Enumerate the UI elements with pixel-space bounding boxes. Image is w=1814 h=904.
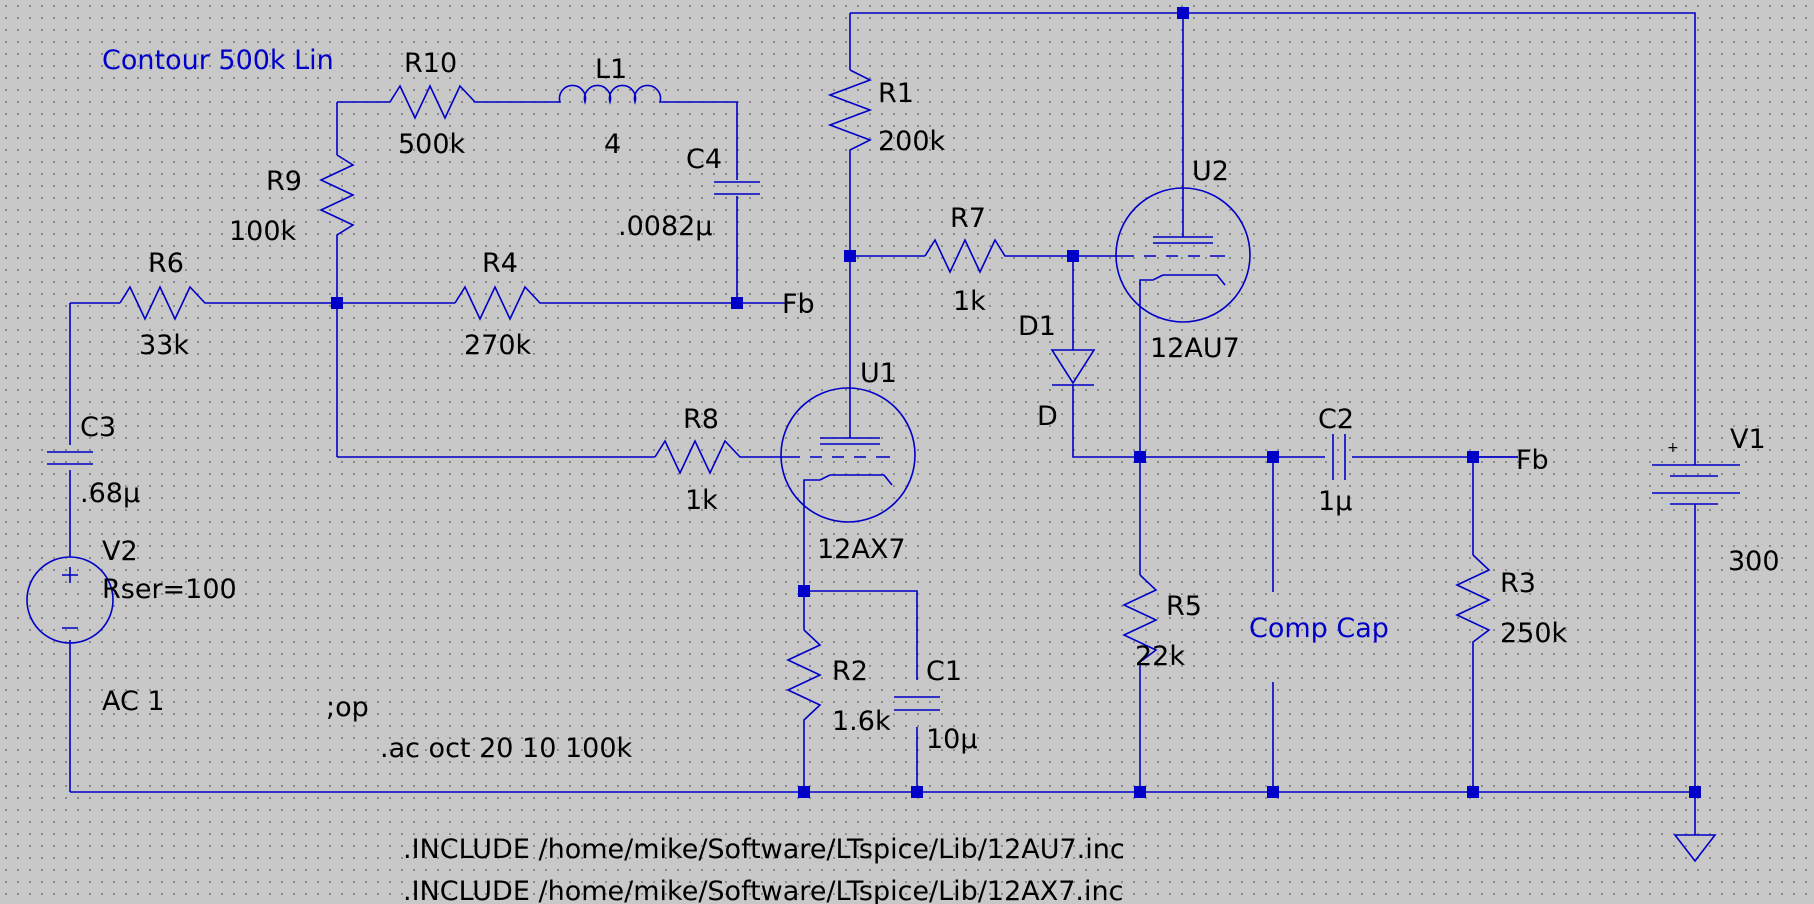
directive-include-12au7[interactable]: .INCLUDE /home/mike/Software/LTspice/Lib… — [403, 834, 1125, 865]
r2-ref: R2 — [832, 656, 868, 687]
resistor-r9[interactable]: R9 100k — [229, 154, 355, 247]
capacitor-c3[interactable]: C3 .68µ — [47, 412, 140, 509]
diode-d1[interactable]: D1 D — [1018, 311, 1096, 432]
r3-value: 250k — [1500, 618, 1568, 649]
comment-comp-cap[interactable]: Comp Cap — [1249, 613, 1389, 644]
wire-cathode-node[interactable] — [804, 590, 918, 792]
v2-ac: AC 1 — [102, 686, 165, 717]
junction — [1467, 786, 1479, 798]
junction — [331, 297, 343, 309]
wire-r10-l1[interactable] — [337, 101, 738, 180]
junction — [844, 250, 856, 262]
capacitor-c4[interactable]: C4 .0082µ — [618, 144, 760, 242]
ground-symbol[interactable] — [1673, 834, 1717, 863]
r10-value: 500k — [398, 129, 466, 160]
r9-ref: R9 — [266, 166, 302, 197]
u1-value: 12AX7 — [817, 534, 906, 565]
directive-op[interactable]: ;op — [326, 692, 369, 723]
directive-include-12ax7[interactable]: .INCLUDE /home/mike/Software/LTspice/Lib… — [403, 876, 1123, 904]
resistor-r1[interactable]: R1 200k — [827, 69, 946, 160]
v1-value: 300 — [1728, 546, 1780, 577]
tube-u1[interactable]: U1 12AX7 — [780, 358, 916, 565]
r4-ref: R4 — [482, 248, 518, 279]
wire-top-rail[interactable] — [850, 12, 1696, 455]
r5-ref: R5 — [1166, 591, 1202, 622]
c2-value: 1µ — [1318, 486, 1352, 517]
junctions — [331, 7, 1701, 798]
d1-ref: D1 — [1018, 311, 1056, 342]
l1-value: 4 — [604, 129, 621, 160]
comment-contour[interactable]: Contour 500k Lin — [102, 45, 334, 76]
r8-value: 1k — [685, 485, 718, 516]
r9-value: 100k — [229, 216, 297, 247]
resistor-r5[interactable]: R5 22k — [1122, 574, 1202, 672]
u2-ref: U2 — [1192, 156, 1229, 187]
directive-ac[interactable]: .ac oct 20 10 100k — [380, 733, 633, 764]
v2-param: Rser=100 — [102, 574, 237, 605]
junction — [1689, 786, 1701, 798]
resistor-r4[interactable]: R4 270k — [454, 248, 550, 361]
c4-ref: C4 — [686, 144, 722, 175]
r7-value: 1k — [953, 286, 986, 317]
u2-value: 12AU7 — [1150, 333, 1240, 364]
inductor-l1[interactable]: L1 4 — [557, 54, 670, 160]
v1-ref: V1 — [1730, 424, 1766, 455]
resistor-r3[interactable]: R3 250k — [1455, 554, 1568, 650]
r10-ref: R10 — [404, 48, 457, 79]
r4-value: 270k — [464, 330, 532, 361]
r6-ref: R6 — [148, 248, 184, 279]
battery-v1[interactable]: + V1 300 — [1652, 424, 1780, 577]
junction — [1134, 786, 1146, 798]
v1-plus: + — [1667, 440, 1679, 456]
junction — [1467, 451, 1479, 463]
v2-ref: V2 — [102, 536, 138, 567]
junction — [798, 585, 810, 597]
r7-ref: R7 — [950, 203, 986, 234]
r2-value: 1.6k — [832, 706, 891, 737]
c3-value: .68µ — [80, 478, 140, 509]
r8-ref: R8 — [683, 404, 719, 435]
junction — [1177, 7, 1189, 19]
r5-value: 22k — [1135, 641, 1185, 672]
junction — [798, 786, 810, 798]
c1-value: 10µ — [926, 724, 978, 755]
wire-d1[interactable] — [1072, 256, 1140, 458]
junction — [1267, 786, 1279, 798]
resistor-r10[interactable]: R10 500k — [389, 48, 485, 160]
capacitor-c1[interactable]: C1 10µ — [894, 656, 978, 755]
u1-ref: U1 — [860, 358, 897, 389]
d1-value: D — [1037, 401, 1058, 432]
junction — [731, 297, 743, 309]
r6-value: 33k — [139, 330, 189, 361]
resistor-r8[interactable]: R8 1k — [654, 404, 750, 516]
c1-ref: C1 — [926, 656, 962, 687]
capacitor-c2[interactable]: C2 1µ — [1318, 404, 1354, 517]
c4-value: .0082µ — [618, 211, 712, 242]
net-label-fb[interactable]: Fb — [1516, 445, 1549, 476]
resistor-r6[interactable]: R6 33k — [119, 248, 215, 361]
r1-ref: R1 — [878, 78, 914, 109]
tube-u2[interactable]: U2 12AU7 — [1115, 156, 1251, 364]
resistor-r7[interactable]: R7 1k — [924, 203, 1012, 317]
net-label-fb[interactable]: Fb — [782, 289, 815, 320]
r3-ref: R3 — [1500, 568, 1536, 599]
r1-value: 200k — [878, 126, 946, 157]
junction — [911, 786, 923, 798]
junction — [1067, 250, 1079, 262]
resistor-r2[interactable]: R2 1.6k — [786, 629, 891, 740]
c2-ref: C2 — [1318, 404, 1354, 435]
junction — [1134, 451, 1146, 463]
c3-ref: C3 — [80, 412, 116, 443]
voltage-source-v2[interactable]: V2 Rser=100 AC 1 — [26, 536, 237, 717]
l1-ref: L1 — [595, 54, 627, 85]
junction — [1267, 451, 1279, 463]
